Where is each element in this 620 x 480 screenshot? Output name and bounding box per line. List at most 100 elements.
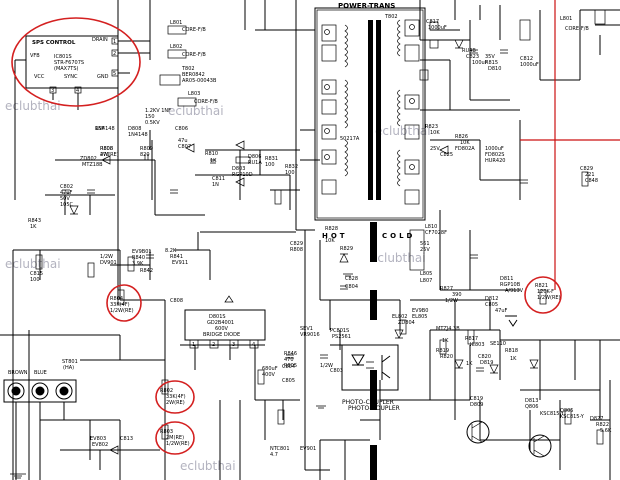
power-transformer: POWER-TRANS 50217A T802: [314, 2, 426, 221]
resistor-rating: 1/2W(RE): [537, 295, 561, 301]
part-label: 8.2K: [165, 248, 177, 254]
pc-label: PHOTO-COUPLER: [342, 399, 394, 406]
part-label: ZD804: [398, 320, 415, 326]
bridge-name: BRIDGE DIODE: [203, 332, 240, 338]
part-label: RGP10D: [232, 172, 253, 178]
part-label: RGP10B: [500, 282, 521, 288]
part-label: R827: [440, 286, 453, 292]
sps-part2: (MAX7TS): [54, 66, 79, 72]
part-label: C807: [178, 144, 191, 150]
part-label: R843: [28, 218, 41, 224]
part-label: R820: [440, 354, 453, 360]
pin-label: DRAIN: [92, 37, 108, 43]
part-label: 1/2W: [100, 254, 113, 260]
part-label: MTZJ4.3B: [436, 326, 460, 332]
part-label: R817: [465, 336, 478, 342]
watermark: eclubthai: [180, 459, 236, 473]
resistor-value: 33K(4F): [110, 302, 130, 308]
bridge-ref: D801S: [209, 314, 226, 320]
part-label: 1000uF: [520, 62, 539, 68]
resistor-ref: R802: [160, 388, 173, 394]
part-label: R828: [325, 226, 338, 232]
part-label: R840: [132, 255, 145, 261]
part-label: EV901: [300, 446, 316, 452]
part-label: 1N4148: [128, 132, 148, 138]
part-label: C829: [580, 166, 593, 172]
part-label: R841: [170, 254, 183, 260]
part-label: R819: [436, 348, 449, 354]
part-label: C804: [282, 364, 295, 370]
part-label: EV802: [92, 442, 108, 448]
part-label: 680uF: [262, 366, 278, 372]
part-label: R808: [100, 146, 113, 152]
part-label: ZD802: [80, 156, 97, 162]
connector-ref: ST801: [62, 359, 78, 365]
part-label: C805: [282, 378, 295, 384]
part-label: 10K: [325, 238, 335, 244]
part-label: D819: [480, 360, 493, 366]
part-label: 35V: [485, 54, 495, 60]
part-label: 2W(RE): [100, 152, 119, 158]
resistor-ref: R821: [535, 283, 548, 289]
sps-title: SPS CONTROL: [32, 40, 76, 46]
ac-input-connector: ST801 (HA) BROWN BLUE: [3, 359, 78, 480]
part-label: 10K: [430, 130, 440, 136]
part-label: CORE-F/B: [565, 26, 589, 32]
watermark: eclubthai: [375, 124, 431, 138]
part-label: 1K: [30, 224, 37, 230]
part-label: C805: [485, 302, 498, 308]
part-label: KSC815-Y: [560, 414, 585, 420]
part-label: 100: [285, 170, 295, 176]
part-label: Q806: [525, 404, 538, 410]
watermark: eclubthai: [5, 257, 61, 271]
red-rail: [520, 0, 620, 290]
resistor-ref: R804: [110, 296, 123, 302]
part-label: C804: [345, 284, 358, 290]
part-label: KSC815-Y: [540, 411, 565, 417]
pin-label: GND: [97, 74, 109, 80]
part-label: NTC801: [270, 446, 290, 452]
pin-number: 2: [212, 342, 215, 348]
part-label: D810: [488, 66, 501, 72]
cold-label: COLD: [382, 232, 415, 240]
part-label: MTZ18B: [82, 162, 103, 168]
pin-number: 1: [113, 39, 116, 45]
sps-part: STR-F6707S: [54, 60, 84, 66]
part-label: C820: [478, 354, 491, 360]
part-label: D811: [500, 276, 513, 282]
hot-label: HOT: [322, 232, 348, 240]
part-label: R829: [340, 246, 353, 252]
part-label: C803: [330, 368, 343, 374]
part-label: R846: [284, 351, 297, 357]
part-label: 400V: [262, 372, 276, 378]
part-label: C815: [30, 271, 43, 277]
part-label: R805: [284, 363, 297, 369]
part-label: R808: [290, 247, 303, 253]
part-label: R823: [425, 124, 438, 130]
part-label: CORE-F/B: [182, 27, 206, 33]
part-label: L801: [560, 16, 572, 22]
part-label: D827: [590, 416, 603, 422]
part-label: 3.9K: [132, 261, 144, 267]
bridge-diode: D801S GD2B4001 600V BRIDGE DIODE 1 2 3 4: [184, 295, 266, 349]
part-label: EV9B0: [412, 308, 428, 314]
part-label: 25V: [420, 247, 430, 253]
part-label: R810: [205, 151, 218, 157]
pc-part: PS2561: [332, 334, 351, 340]
part-label: D803: [232, 166, 245, 172]
transformer-part: 50217A: [340, 136, 360, 142]
part-label: C819: [470, 396, 483, 402]
part-label: Q805: [560, 408, 573, 414]
bridge-part: GD2B4001: [207, 320, 234, 326]
pin-number: 5: [113, 71, 116, 77]
part-label: AR05-00043B: [182, 78, 217, 84]
pin-number: 3: [51, 88, 54, 94]
part-label: 47u: [178, 138, 188, 144]
part-label: C806: [175, 126, 188, 132]
part-label: CORE-F/B: [182, 52, 206, 58]
part-label: 1/2W: [445, 298, 458, 304]
resistor-rating: 1/2W(RE): [110, 308, 134, 314]
part-label: R831: [265, 156, 278, 162]
